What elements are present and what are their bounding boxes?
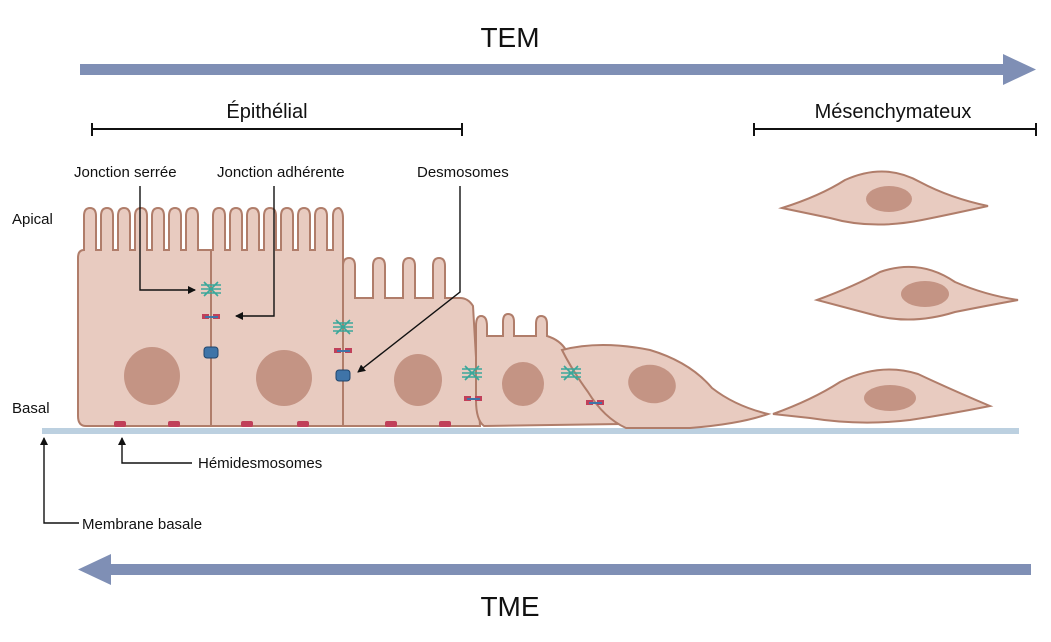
mesenchymal-cell-bottom [772,368,994,424]
nucleus [901,281,949,307]
tight-junction-pointer [139,186,196,294]
mesenchymal-label: Mésenchymateux [815,101,972,123]
nucleus [502,362,544,406]
apical-label: Apical [12,211,53,228]
adherens-junction-label: Jonction adhérente [217,164,345,181]
hemidesmosome-marker [114,421,451,427]
desmosome-marker [203,346,351,382]
epithelial-cell-1 [77,206,212,427]
basement-membrane-pointer [40,437,79,524]
adherens-junction-marker [202,314,604,405]
basement-membrane-label: Membrane basale [82,516,202,533]
transitional-cell-5 [560,344,772,429]
basement-membrane [42,428,1019,434]
nucleus [628,364,676,404]
basal-label: Basal [12,400,50,417]
desmosomes-pointer [357,186,461,373]
hemidesmosomes-pointer [118,437,192,464]
epithelial-cell-3 [342,256,482,427]
tight-junction-label: Jonction serrée [74,164,177,181]
hemidesmosomes-label: Hémidesmosomes [198,455,322,472]
tight-junction-marker [201,281,581,381]
bottom-process-arrow [78,554,1031,585]
epithelial-bracket [91,123,463,136]
epithelial-cell-2 [210,206,344,427]
adherens-junction-pointer [235,186,275,320]
bottom-process-label: TME [480,591,539,622]
nucleus [124,347,180,405]
mesenchymal-cell-top [778,170,989,226]
desmosomes-label: Desmosomes [417,164,509,181]
mesenchymal-cell-middle [813,265,1019,321]
nucleus [394,354,442,406]
nucleus [864,385,916,411]
nucleus [866,186,912,212]
top-process-label: TEM [480,22,539,53]
mesenchymal-bracket [753,123,1037,136]
epithelial-label: Épithélial [226,100,307,123]
nucleus [256,350,312,406]
top-process-arrow [80,54,1036,85]
